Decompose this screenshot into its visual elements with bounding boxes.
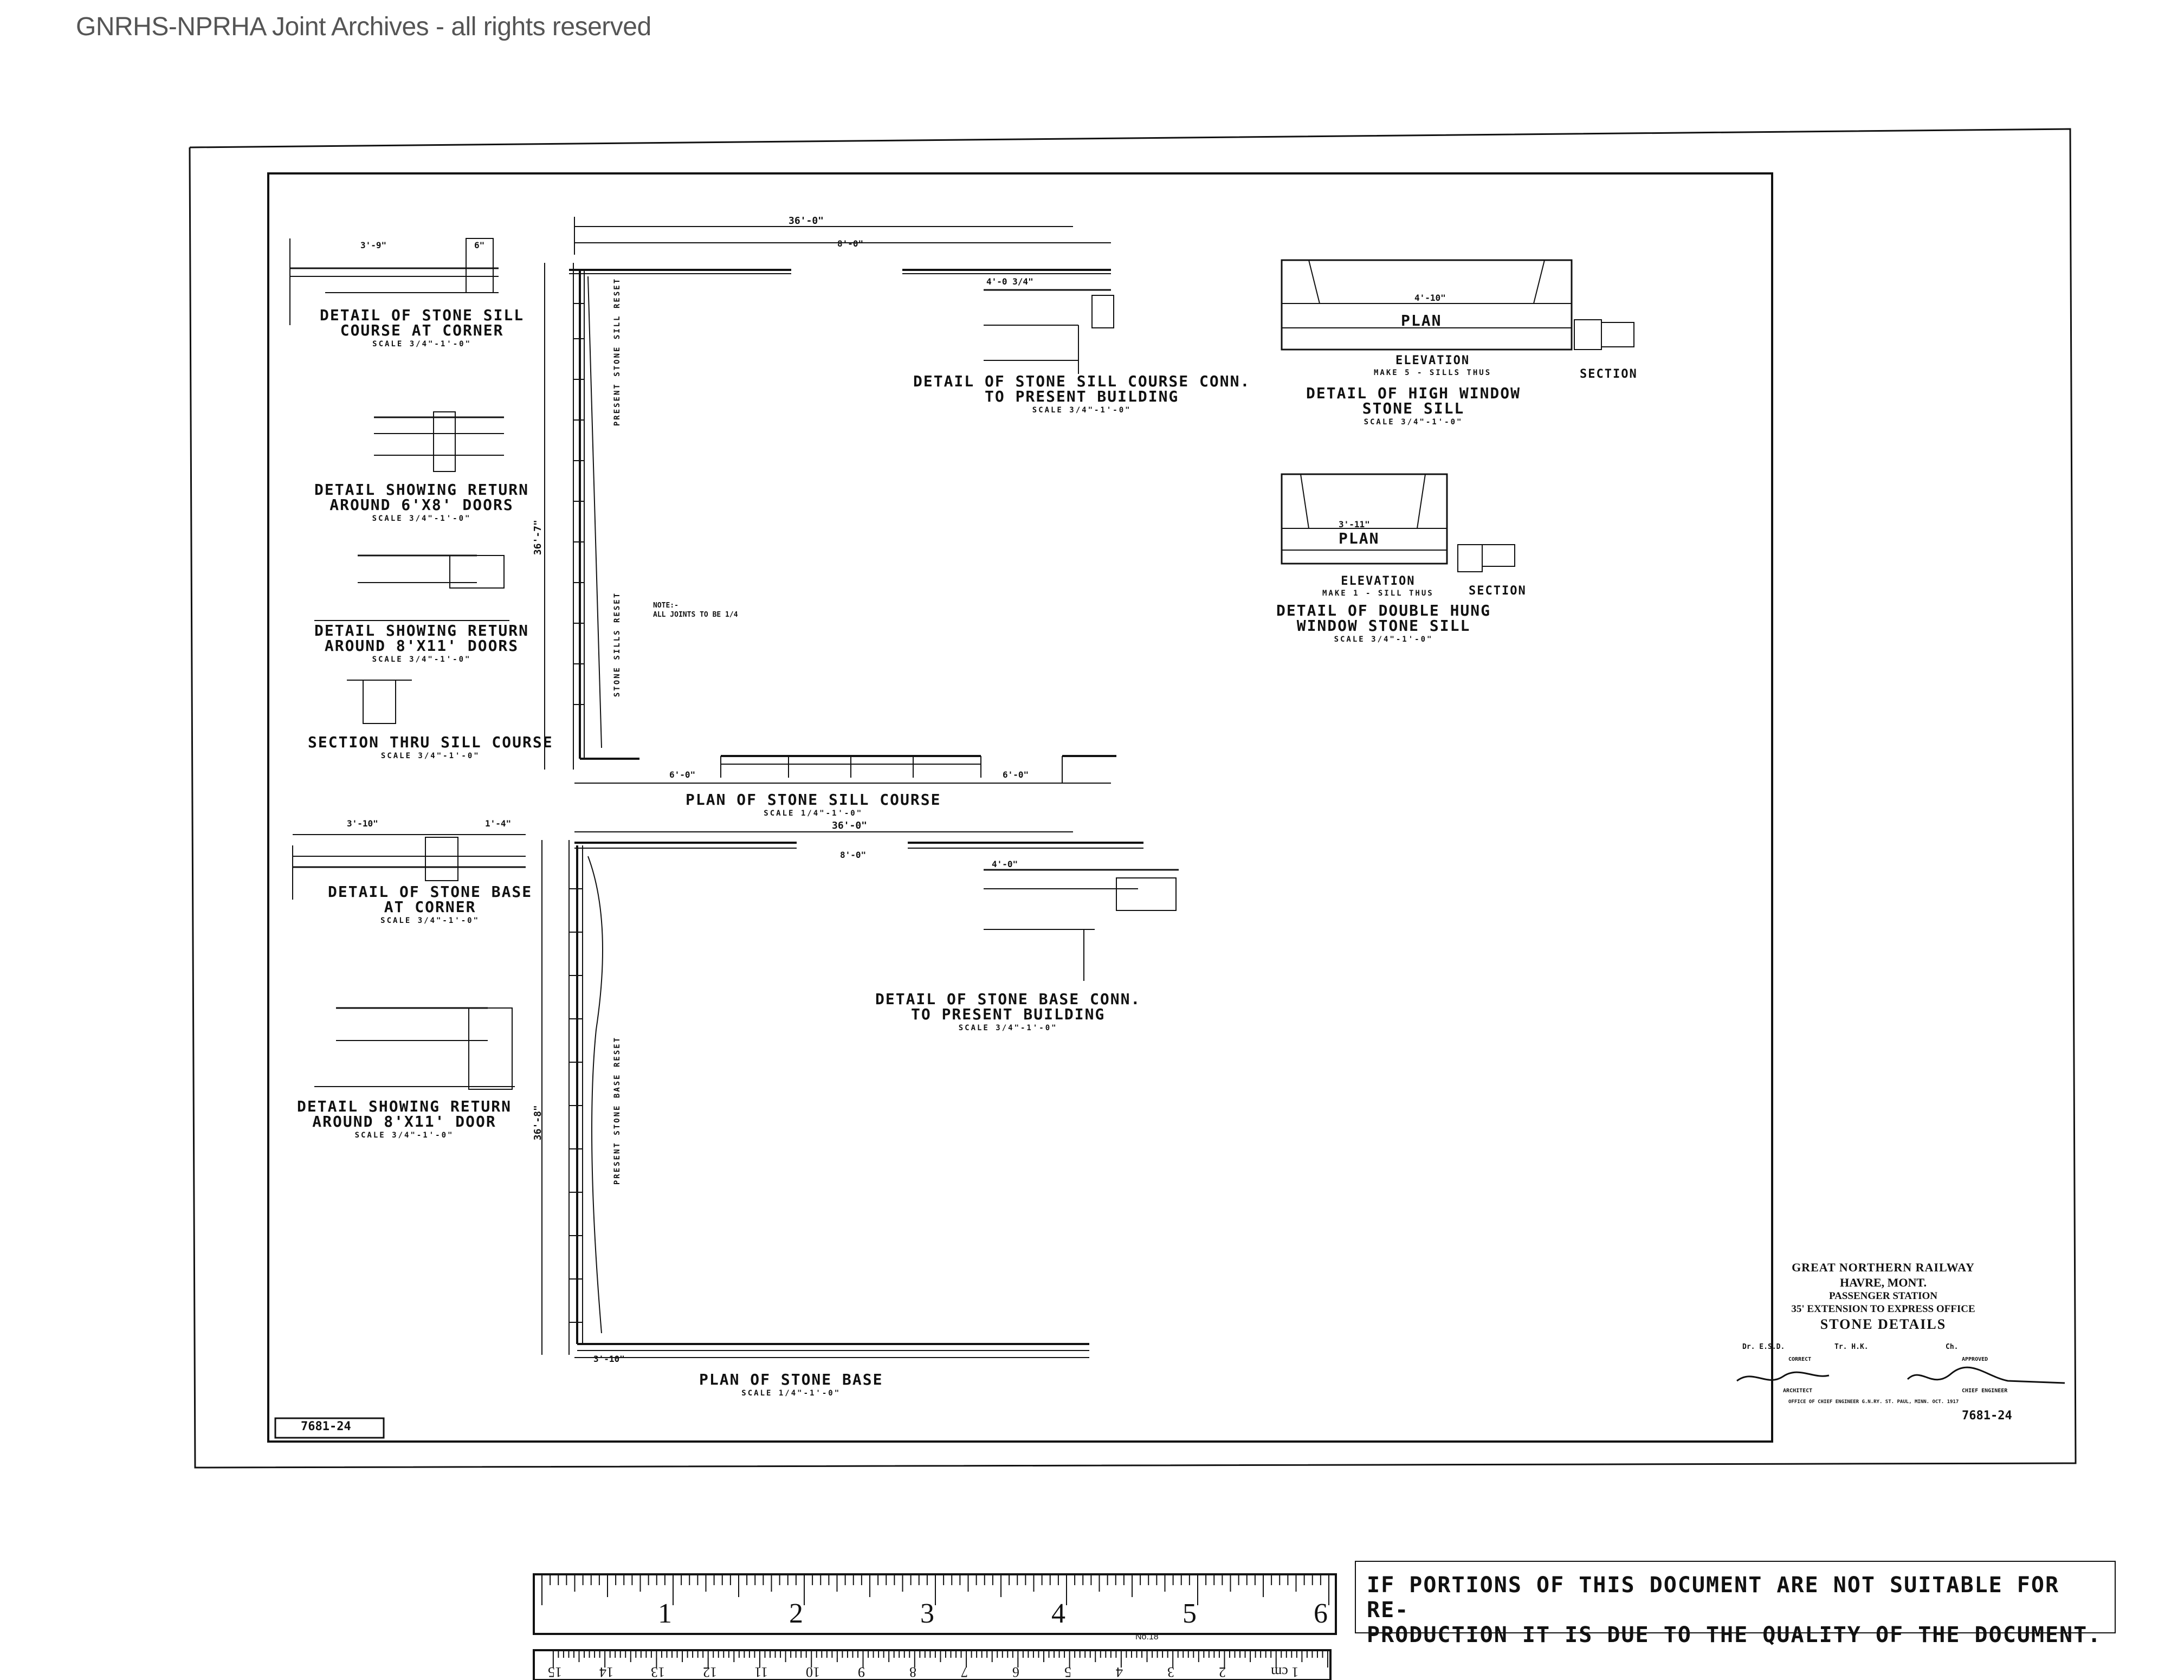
dim-corner-base: 3'-10" [347, 818, 378, 829]
reproduction-notice: IF PORTIONS OF THIS DOCUMENT ARE NOT SUI… [1355, 1561, 2116, 1647]
label-base-conn: DETAIL OF STONE BASE CONN. TO PRESENT BU… [875, 990, 1141, 1032]
ruler-cm-label: 10 [806, 1664, 820, 1680]
dim-wall-base: 36'-8" [532, 1105, 544, 1141]
ruler-inch-label: 2 [789, 1598, 803, 1629]
ruler-cm-label: 4 [1115, 1664, 1123, 1680]
dim-base-start: 3'-10" [593, 1354, 625, 1364]
label-section-sill: SECTION THRU SILL COURSE SCALE 3/4"-1'-0… [308, 733, 553, 760]
dim-conn-base: 4'-0" [992, 859, 1018, 869]
dim-corner-sill: 3'-9" [360, 240, 387, 250]
ruler-cm-label: 3 [1167, 1664, 1175, 1680]
dim-conn-sill: 4'-0 3/4" [986, 276, 1033, 287]
ruler-cm-label: 12 [702, 1664, 717, 1680]
inner-border [267, 172, 1773, 1443]
dim-corner-six: 6" [474, 240, 485, 250]
ruler-inch-label: 3 [920, 1598, 934, 1629]
label-return-8x11-door: DETAIL SHOWING RETURN AROUND 8'X11' DOOR… [297, 1097, 512, 1140]
label-sill-conn: DETAIL OF STONE SILL COURSE CONN. TO PRE… [913, 372, 1251, 415]
label-return-6x8: DETAIL SHOWING RETURN AROUND 6'X8' DOORS… [314, 481, 529, 523]
signatures [1736, 1366, 2065, 1384]
dim-overall-sill: 36'-0" [789, 215, 824, 227]
tb-traced: Tr. H.K. [1834, 1343, 1869, 1351]
label-plan-sill: PLAN OF STONE SILL COURSE SCALE 1/4"-1'-… [686, 791, 941, 818]
ruler-cm-label: 11 [754, 1664, 768, 1680]
dim-top-eight: 8'-0" [837, 238, 864, 249]
label-elevation-double: ELEVATION MAKE 1 - SILL THUS [1322, 574, 1434, 598]
ruler-inch-label: 5 [1183, 1598, 1197, 1629]
ruler [533, 1573, 1337, 1680]
ruler-cm-label: 5 [1064, 1664, 1071, 1680]
label-present-base-reset: PRESENT STONE BASE RESET [613, 1036, 622, 1185]
label-plan-high: PLAN [1401, 312, 1442, 329]
ruler-cm-label: 13 [651, 1664, 665, 1680]
window-sill-details [1281, 259, 1634, 572]
ruler-cm-label: 7 [961, 1664, 968, 1680]
label-sill-corner: DETAIL OF STONE SILL COURSE AT CORNER SC… [320, 306, 525, 348]
label-double-hung: DETAIL OF DOUBLE HUNG WINDOW STONE SILL … [1276, 602, 1491, 644]
plan-stone-base [541, 831, 1143, 1358]
title-block: GREAT NORTHERN RAILWAY HAVRE, MONT. PASS… [1791, 1261, 1975, 1332]
dim-sill-six-right: 6'-0" [1003, 770, 1029, 780]
ruler-inch-label: 6 [1314, 1598, 1328, 1629]
label-return-8x11: DETAIL SHOWING RETURN AROUND 8'X11' DOOR… [314, 622, 529, 664]
ruler-cm-label: 6 [1012, 1664, 1020, 1680]
joints-note: NOTE:- ALL JOINTS TO BE 1/4 [653, 602, 738, 619]
ruler-cm-label: 8 [909, 1664, 916, 1680]
archive-watermark: GNRHS-NPRHA Joint Archives - all rights … [76, 12, 651, 41]
tb-ch: Ch. [1946, 1343, 1959, 1351]
ruler-cm-label: 15 [547, 1664, 562, 1680]
left-column-details [289, 238, 526, 1090]
dim-corner-base-2: 1'-4" [485, 818, 512, 829]
sheet-number-right: 7681-24 [1962, 1409, 2012, 1423]
tb-chief-engineer: CHIEF ENGINEER [1962, 1388, 2008, 1394]
ruler-maker: No.18 [1135, 1632, 1159, 1642]
dim-sill-six-left: 6'-0" [669, 770, 696, 780]
label-stone-sills-reset: STONE SILLS RESET [613, 591, 622, 697]
ruler-cm-label: 1 cm [1270, 1664, 1298, 1680]
ruler-inch-label: 4 [1051, 1598, 1065, 1629]
label-section-double: SECTION [1469, 584, 1527, 598]
tb-drawn: Dr. E.S.D. [1742, 1343, 1785, 1351]
plan-stone-sill-course [544, 217, 1116, 784]
ruler-cm-label: 2 [1219, 1664, 1226, 1680]
tb-correct: CORRECT [1788, 1356, 1812, 1362]
dim-wall-sill: 36'-7" [532, 520, 544, 555]
label-section-high: SECTION [1580, 367, 1638, 381]
outer-border [189, 128, 2077, 1469]
dim-high-window: 4'-10" [1414, 293, 1446, 303]
ruler-cm-label: 14 [599, 1664, 614, 1680]
label-plan-base: PLAN OF STONE BASE SCALE 1/4"-1'-0" [699, 1371, 883, 1398]
label-plan-double: PLAN [1339, 529, 1380, 547]
tb-architect: ARCHITECT [1783, 1388, 1813, 1394]
dim-double-hung: 3'-11" [1339, 519, 1370, 529]
tb-office: OFFICE OF CHIEF ENGINEER G.N.RY. ST. PAU… [1788, 1399, 1959, 1405]
ruler-inch-label: 1 [658, 1598, 672, 1629]
tb-approved: APPROVED [1962, 1356, 1988, 1362]
dim-base-eight: 8'-0" [840, 850, 867, 860]
ruler-cm-label: 9 [857, 1664, 865, 1680]
label-elevation-high: ELEVATION MAKE 5 - SILLS THUS [1374, 354, 1492, 377]
sheet-number-left: 7681-24 [301, 1420, 351, 1433]
dim-overall-base: 36'-0" [832, 820, 868, 831]
label-high-window: DETAIL OF HIGH WINDOW STONE SILL SCALE 3… [1306, 384, 1521, 427]
connection-details [984, 289, 1179, 981]
sheet-number-box-left [274, 1417, 385, 1439]
label-base-corner: DETAIL OF STONE BASE AT CORNER SCALE 3/4… [328, 883, 533, 925]
label-present-sill-reset: PRESENT STONE SILL RESET [613, 277, 622, 427]
